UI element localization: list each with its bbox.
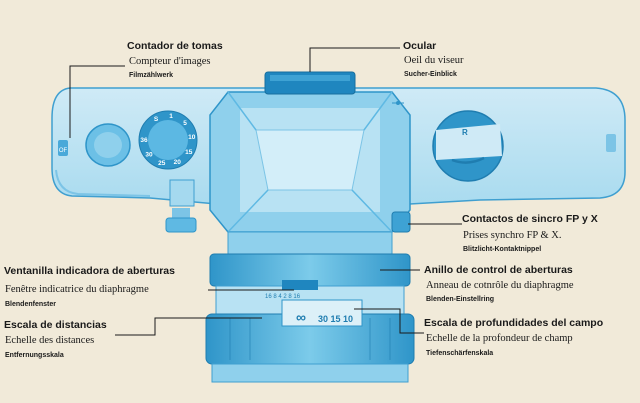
frame-counter-label-es: Contador de tomas [127, 40, 223, 52]
dof-scale-label-fr: Echelle de la profondeur de champ [426, 333, 573, 344]
rewind-knob: R [432, 110, 504, 182]
accessory-shoe [169, 179, 195, 207]
sync-contacts-label-de: Blitzlicht-Kontaktnippel [463, 246, 542, 253]
sync-contacts-label-fr: Prises synchro FP & X. [463, 230, 562, 241]
counter-dial-number: 36 [140, 137, 148, 144]
dof-scale-label-es: Escala de profundidades del campo [424, 317, 604, 329]
aperture-ring-label-fr: Anneau de cotnrôle du diaphragme [426, 280, 574, 291]
aperture-ring-label-de: Blenden-Einstellring [426, 296, 495, 303]
eyepiece-label-fr: Oeil du viseur [404, 55, 464, 66]
counter-dial-number: S [154, 116, 159, 123]
counter-dial-number: 30 [145, 152, 153, 159]
distance-scale-label-fr: Echelle des distances [5, 335, 95, 346]
distance-scale-label-es: Escala de distancias [4, 319, 107, 331]
svg-text:R: R [462, 128, 468, 137]
counter-dial-number: 15 [185, 149, 193, 156]
dof-scale-label-de: Tiefenschärfenskala [426, 350, 494, 357]
aperture-window-label-fr: Fenêtre indicatrice du diaphragme [5, 284, 149, 295]
eyepiece-label-de: Sucher-Einblick [404, 71, 457, 78]
sync-contact-nipple [391, 211, 411, 233]
aperture-ring-label-es: Anillo de control de aberturas [424, 264, 573, 276]
svg-text:OF: OF [59, 148, 68, 154]
svg-text:30 15 10: 30 15 10 [318, 314, 353, 324]
counter-dial-number: 10 [188, 134, 196, 141]
leader-lines [69, 47, 462, 336]
svg-text:∞: ∞ [296, 309, 306, 325]
aperture-window-label-es: Ventanilla indicadora de aberturas [4, 265, 175, 277]
counter-dial-number: 20 [174, 159, 182, 166]
frame-counter-label-fr: Compteur d'images [129, 56, 211, 67]
distance-scale-label-de: Entfernungsskala [5, 352, 64, 359]
counter-dial-number: 5 [183, 120, 187, 127]
svg-text:16 8 4 2 8 16: 16 8 4 2 8 16 [265, 294, 301, 300]
counter-dial-number: 1 [169, 113, 173, 120]
strap-lug-left [58, 140, 68, 156]
distance-scale-window [281, 299, 363, 327]
counter-dial-number: 25 [158, 160, 166, 167]
aperture-window-label-de: Blendenfenster [5, 301, 56, 308]
eyepiece-label-es: Ocular [403, 40, 437, 52]
sync-contacts-label-es: Contactos de sincro FP y X [462, 213, 598, 225]
frame-counter-label-de: Filmzählwerk [129, 72, 173, 79]
aperture-indicator-window [282, 280, 318, 290]
